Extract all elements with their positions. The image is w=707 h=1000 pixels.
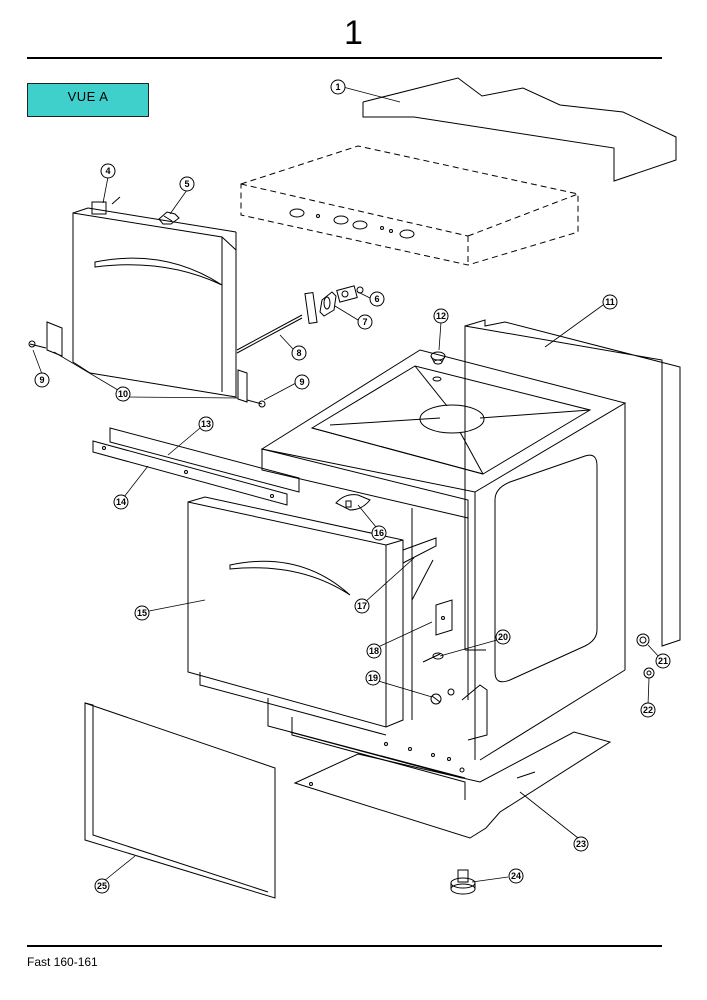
- callout-13: 13: [198, 416, 214, 432]
- callout-9-left: 9: [34, 372, 50, 388]
- door-rail-part: [92, 427, 300, 506]
- svg-text:17: 17: [357, 601, 367, 611]
- callout-17: 17: [354, 598, 370, 614]
- control-panel-holes: [289, 208, 415, 239]
- clip-part: [422, 652, 444, 663]
- header-rule: [27, 57, 662, 59]
- page-number: 1: [344, 14, 363, 52]
- svg-text:20: 20: [498, 632, 508, 642]
- callout-10: 10: [115, 386, 131, 402]
- svg-text:9: 9: [299, 377, 304, 387]
- callout-15: 15: [134, 605, 150, 621]
- svg-text:5: 5: [184, 179, 189, 189]
- callout-14: 14: [113, 494, 129, 510]
- view-label-badge: VUE A: [27, 83, 149, 117]
- svg-text:11: 11: [605, 297, 615, 307]
- svg-text:18: 18: [369, 646, 379, 656]
- callout-24: 24: [508, 868, 524, 884]
- kick-panel-part: [84, 702, 276, 899]
- svg-text:19: 19: [368, 673, 378, 683]
- callout-19: 19: [365, 670, 381, 686]
- callout-7: 7: [357, 314, 373, 330]
- callout-1: 1: [330, 79, 346, 95]
- leader-lines: [32, 86, 661, 883]
- top-cover-part: [362, 77, 677, 182]
- screw-part: [430, 688, 455, 705]
- door-linkage-part: [236, 285, 364, 354]
- svg-text:6: 6: [374, 294, 379, 304]
- svg-text:1: 1: [335, 82, 340, 92]
- svg-text:16: 16: [374, 528, 384, 538]
- svg-text:15: 15: [137, 608, 147, 618]
- cabinet-body: [260, 349, 627, 800]
- callout-11: 11: [602, 294, 618, 310]
- hinge-bracket-part: [28, 321, 266, 408]
- callout-12: 12: [433, 308, 449, 324]
- callout-18: 18: [366, 643, 382, 659]
- callout-25: 25: [94, 878, 110, 894]
- upper-door-part: [72, 207, 237, 398]
- callout-21: 21: [655, 653, 671, 669]
- callout-16: 16: [371, 525, 387, 541]
- callout-5: 5: [179, 176, 195, 192]
- svg-text:10: 10: [118, 389, 128, 399]
- hinge-plate-part: [435, 599, 453, 636]
- svg-text:21: 21: [658, 656, 668, 666]
- lower-door-part: [187, 496, 404, 736]
- adjustable-foot-part: [450, 869, 476, 895]
- svg-text:24: 24: [511, 871, 521, 881]
- callout-22: 22: [640, 702, 656, 718]
- hinge-arm-part: [402, 537, 437, 700]
- door-latch-part: [335, 494, 371, 511]
- bolt-part: [158, 211, 180, 225]
- svg-text:23: 23: [576, 839, 586, 849]
- grommet-part: [430, 351, 446, 365]
- svg-text:12: 12: [436, 311, 446, 321]
- bushing-part: [636, 633, 655, 679]
- callout-23: 23: [573, 836, 589, 852]
- svg-text:14: 14: [116, 497, 126, 507]
- callout-6: 6: [369, 291, 385, 307]
- callout-8: 8: [291, 345, 307, 361]
- svg-text:13: 13: [201, 419, 211, 429]
- hinge-block-part: [91, 196, 121, 215]
- svg-text:25: 25: [97, 881, 107, 891]
- callout-20: 20: [495, 629, 511, 645]
- footer-model-label: Fast 160-161: [27, 955, 98, 969]
- bottom-plate-part: [293, 731, 612, 839]
- svg-text:8: 8: [296, 348, 301, 358]
- callout-9-right: 9: [294, 374, 310, 390]
- callout-4: 4: [100, 163, 116, 179]
- svg-text:7: 7: [362, 317, 367, 327]
- svg-text:9: 9: [39, 375, 44, 385]
- svg-text:22: 22: [643, 705, 653, 715]
- control-panel-part: [240, 145, 579, 266]
- svg-text:4: 4: [105, 166, 110, 176]
- footer-rule: [27, 945, 662, 947]
